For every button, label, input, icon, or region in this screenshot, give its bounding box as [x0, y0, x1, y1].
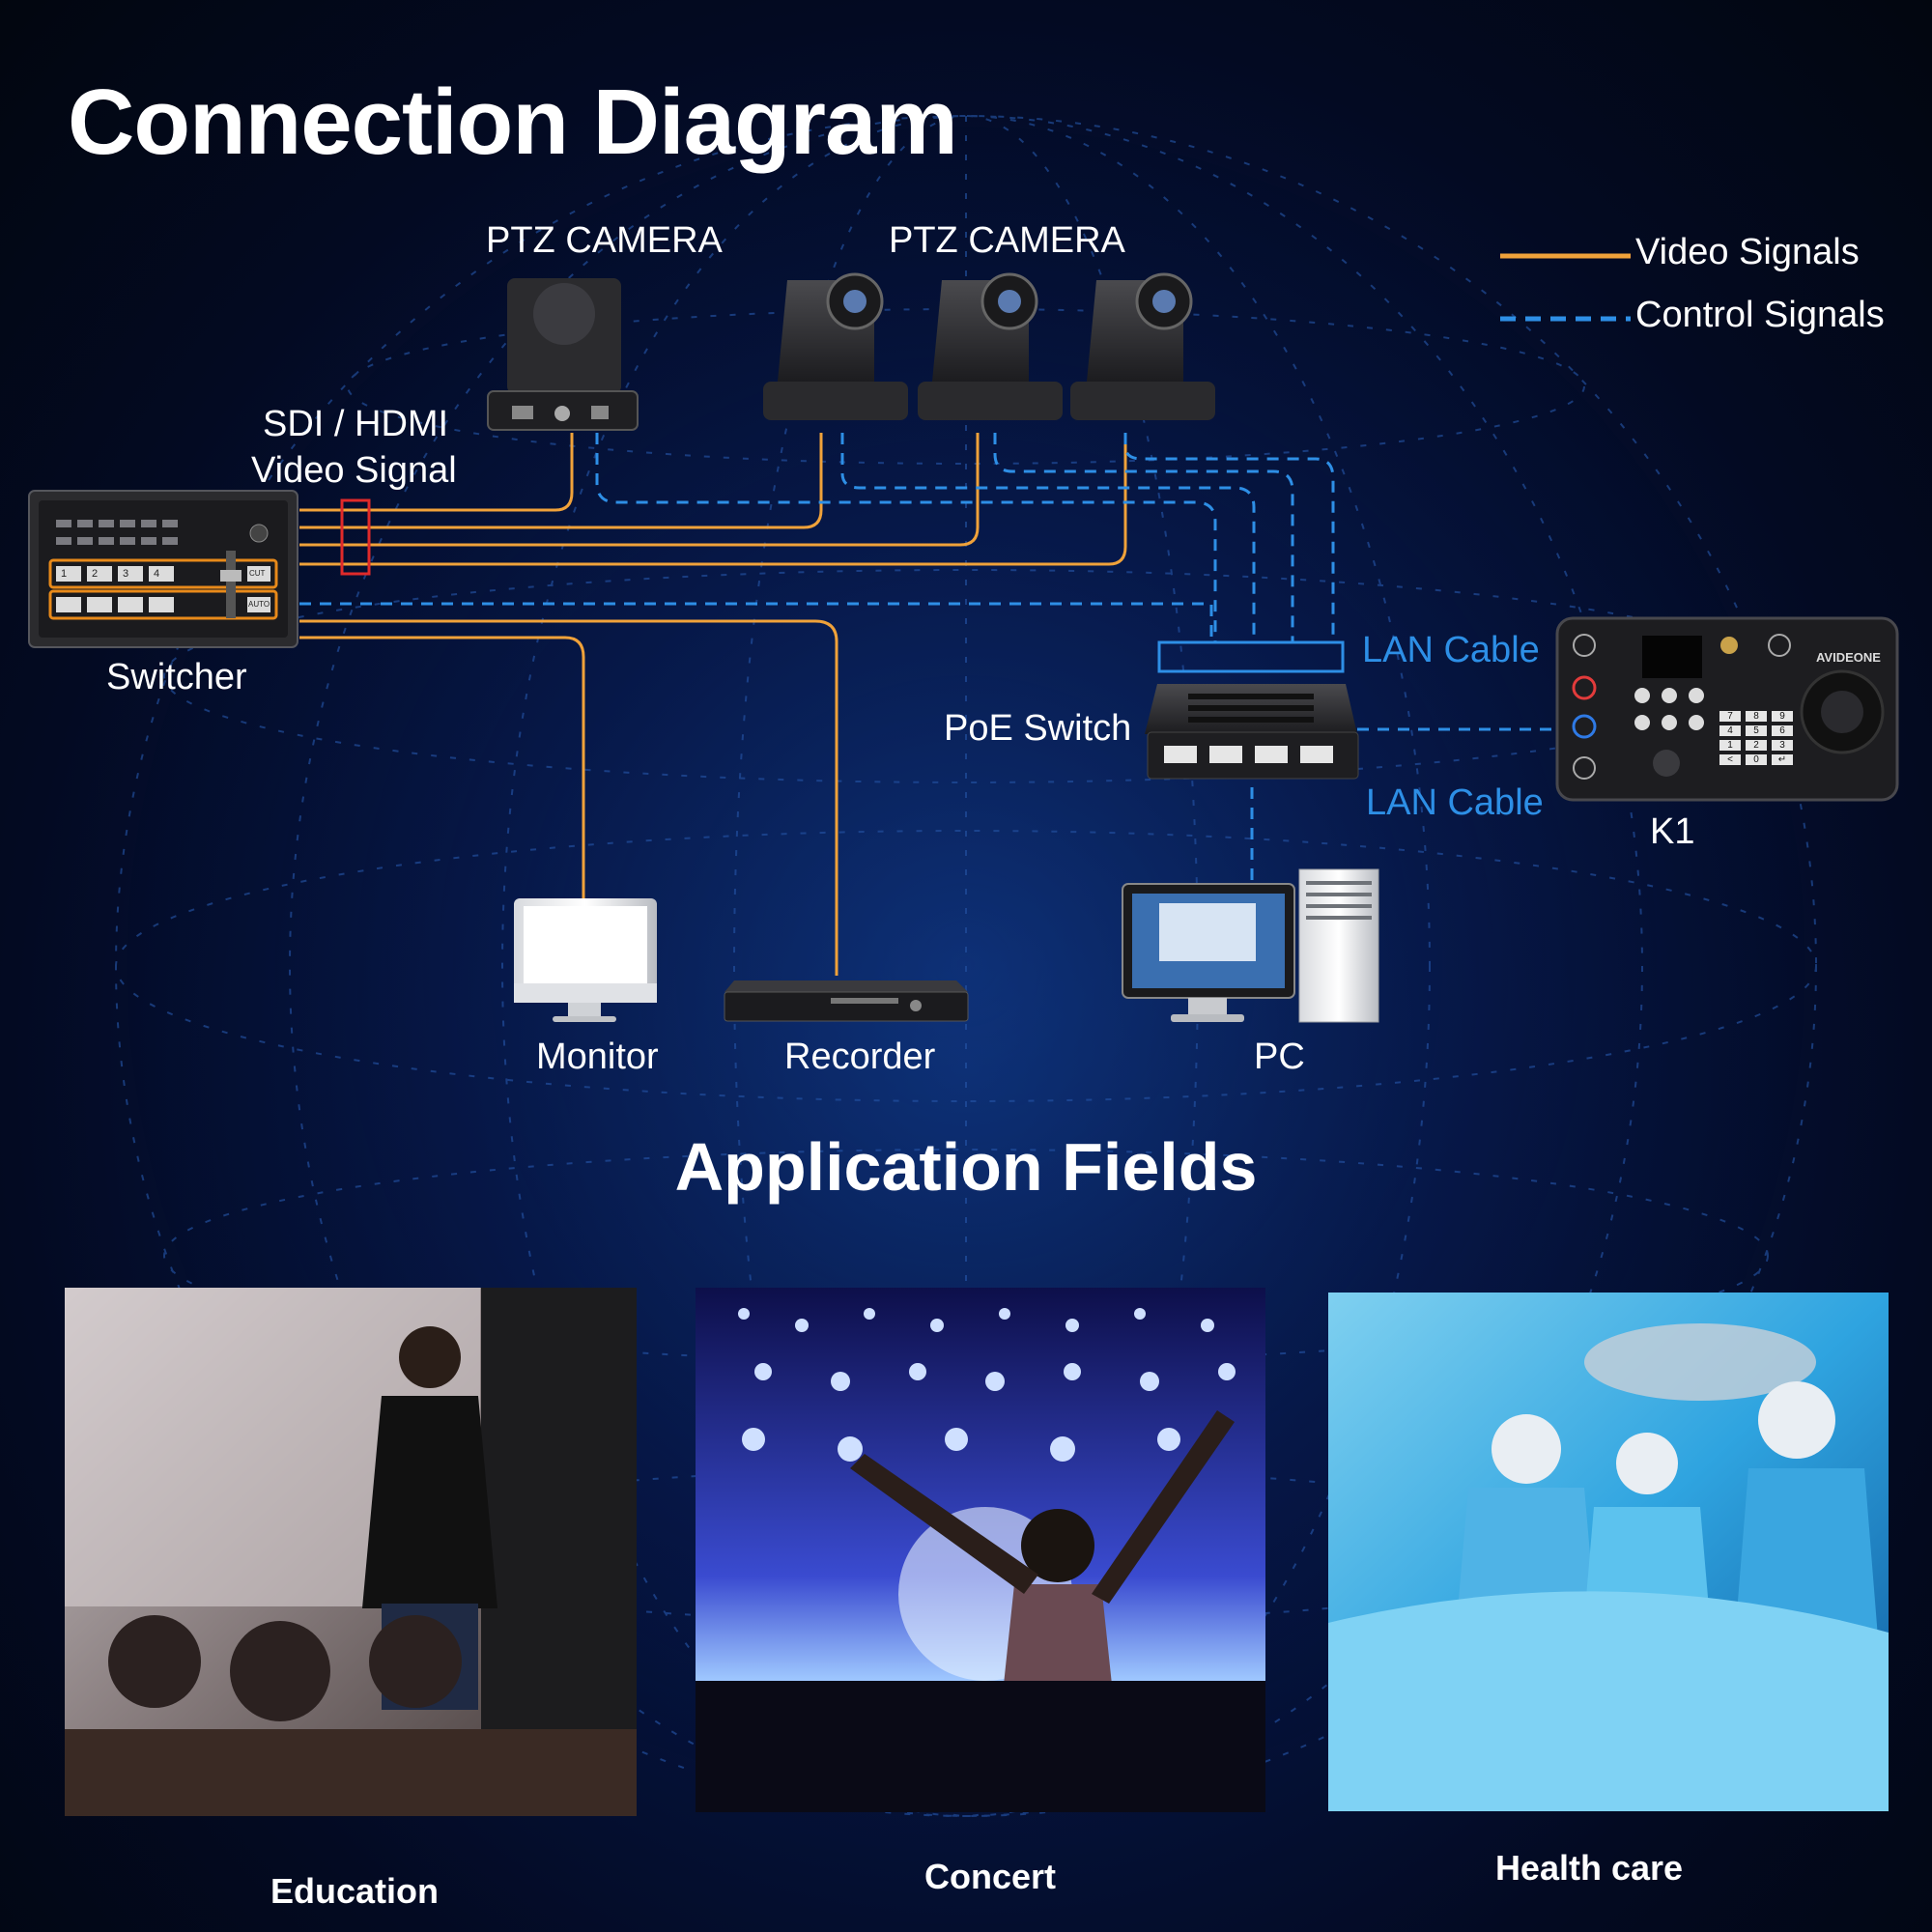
education-label: Education	[270, 1871, 439, 1911]
education-photo	[65, 1288, 637, 1816]
legend-video-label: Video Signals	[1635, 232, 1860, 272]
concert-label: Concert	[923, 1857, 1057, 1896]
video-signal-lines	[299, 433, 1127, 976]
health-care-label: Health care	[1494, 1848, 1684, 1888]
application-fields-title: Application Fields	[674, 1129, 1258, 1205]
switcher-key-2: 2	[92, 568, 99, 580]
keypad-key: 4	[1719, 725, 1741, 736]
ptz-camera-1-icon	[487, 278, 639, 431]
poe-switch-label: PoE Switch	[944, 708, 1132, 749]
signal-note-line1: SDI / HDMI	[263, 404, 449, 444]
poe-switch-icon	[1145, 684, 1359, 780]
switcher-key-cut: CUT	[249, 569, 266, 578]
pc-label: PC	[1254, 1037, 1305, 1077]
ptz-camera-2-icon	[763, 272, 908, 420]
ptz-camera-1-label: PTZ CAMERA	[486, 220, 723, 261]
ptz-camera-group-label: PTZ CAMERA	[889, 220, 1125, 261]
concert-photo	[696, 1288, 1265, 1812]
recorder-label: Recorder	[784, 1037, 936, 1077]
health-care-photo	[1328, 1293, 1889, 1811]
switcher-key-3: 3	[123, 568, 129, 580]
keypad-key: ↵	[1772, 754, 1793, 765]
keypad-key: 9	[1772, 711, 1793, 722]
controller-label: K1	[1650, 811, 1695, 852]
switcher-icon	[28, 490, 298, 648]
ptz-camera-4-icon	[1070, 272, 1215, 420]
monitor-label: Monitor	[536, 1037, 659, 1077]
signal-note-line2: Video Signal	[251, 450, 457, 491]
keypad-key: 2	[1746, 740, 1767, 751]
page-title: Connection Diagram	[68, 71, 958, 174]
lan-port-bracket	[1157, 640, 1345, 673]
switcher-key-1: 1	[61, 568, 68, 580]
monitor-icon	[514, 898, 657, 1022]
controller-brand: AVIDEONE	[1816, 650, 1881, 665]
switcher-label: Switcher	[106, 657, 247, 697]
lan-cable-bottom-label: LAN Cable	[1366, 782, 1544, 823]
recorder-icon	[724, 980, 969, 1022]
keypad-key: 5	[1746, 725, 1767, 736]
k1-controller-icon	[1555, 616, 1899, 802]
ptz-camera-3-icon	[918, 272, 1063, 420]
keypad-key: 6	[1772, 725, 1793, 736]
k1-keypad: 7 8 9 4 5 6 1 2 3 < 0 ↵	[1719, 711, 1797, 765]
keypad-key: 1	[1719, 740, 1741, 751]
keypad-key: 3	[1772, 740, 1793, 751]
legend-control-label: Control Signals	[1635, 295, 1885, 335]
pc-icon	[1122, 868, 1379, 1023]
keypad-key: <	[1719, 754, 1741, 765]
keypad-key: 0	[1746, 754, 1767, 765]
signal-bundle-marker	[340, 498, 371, 576]
switcher-key-auto: AUTO	[248, 600, 270, 609]
switcher-key-4: 4	[154, 568, 160, 580]
keypad-key: 8	[1746, 711, 1767, 722]
keypad-key: 7	[1719, 711, 1741, 722]
control-signal-lines	[299, 433, 1553, 884]
lan-cable-top-label: LAN Cable	[1362, 630, 1540, 670]
